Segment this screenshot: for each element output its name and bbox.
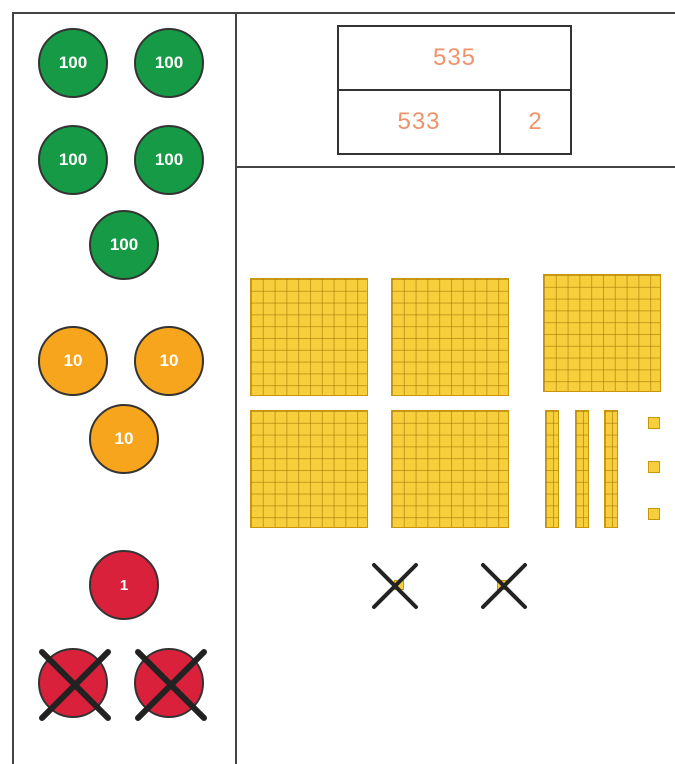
frame-header-line <box>235 166 675 168</box>
ten-disc: 10 <box>89 404 159 474</box>
frame-top-line <box>12 12 675 14</box>
bond-whole-value: 535 <box>433 44 476 72</box>
hundred-disc: 100 <box>38 28 108 98</box>
hundred-flat-block <box>250 410 368 528</box>
cross-out-icon <box>34 644 116 726</box>
bond-part-right-box: 2 <box>499 89 572 155</box>
bond-part-left-value: 533 <box>397 108 440 136</box>
hundred-disc: 100 <box>38 125 108 195</box>
ten-disc: 10 <box>134 326 204 396</box>
bond-whole-box: 535 <box>337 25 572 91</box>
bond-part-left-box: 533 <box>337 89 501 155</box>
cross-out-icon <box>370 561 420 611</box>
frame-divider-line <box>235 12 237 764</box>
hundred-flat-block <box>391 410 509 528</box>
cross-out-icon <box>130 644 212 726</box>
ten-rod-block <box>545 410 559 528</box>
bond-part-right-value: 2 <box>528 108 542 136</box>
cross-out-icon <box>479 561 529 611</box>
hundred-flat-block <box>543 274 661 392</box>
hundred-disc: 100 <box>89 210 159 280</box>
ten-disc: 10 <box>38 326 108 396</box>
hundred-disc: 100 <box>134 28 204 98</box>
unit-cube-block <box>648 417 660 429</box>
hundred-disc: 100 <box>134 125 204 195</box>
unit-cube-block <box>648 508 660 520</box>
hundred-flat-block <box>250 278 368 396</box>
unit-cube-block <box>648 461 660 473</box>
hundred-flat-block <box>391 278 509 396</box>
ten-rod-block <box>604 410 618 528</box>
one-disc-crossed <box>134 648 204 718</box>
one-disc: 1 <box>89 550 159 620</box>
ten-rod-block <box>575 410 589 528</box>
one-disc-crossed <box>38 648 108 718</box>
frame-left-line <box>12 12 14 764</box>
